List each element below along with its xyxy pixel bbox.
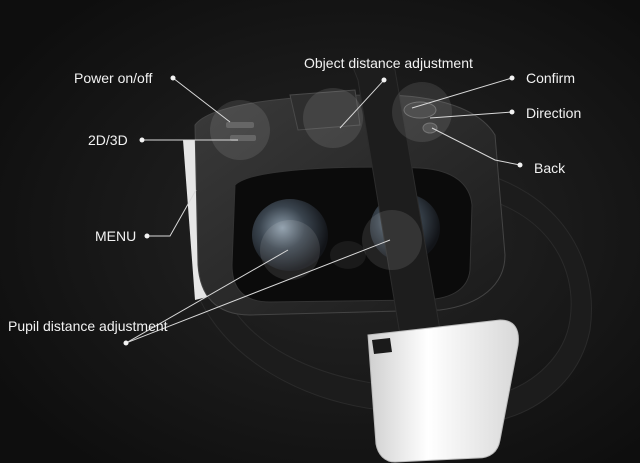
highlight-pupil-right <box>362 210 422 270</box>
callout-dots <box>123 75 523 346</box>
label-power: Power on/off <box>74 70 153 86</box>
nose-bridge <box>330 241 366 269</box>
label-direction: Direction <box>526 105 582 121</box>
label-menu: MENU <box>95 228 137 244</box>
highlight-pupil-left <box>260 220 320 280</box>
dot-back <box>517 162 523 168</box>
callout-object <box>339 79 385 129</box>
dot-confirm <box>509 75 515 81</box>
callout-lines <box>125 77 521 344</box>
label-object: Object distance adjustment <box>304 55 473 71</box>
label-pupil: Pupil distance adjustment <box>8 318 168 334</box>
label-2d3d: 2D/3D <box>88 132 128 148</box>
callout-pupil-right <box>125 239 391 344</box>
dot-object <box>381 77 387 83</box>
callout-power <box>172 77 231 123</box>
back-button <box>422 122 438 134</box>
dot-menu <box>144 233 150 239</box>
label-confirm: Confirm <box>526 70 576 86</box>
callout-menu <box>147 189 197 237</box>
buckle-clip <box>372 338 392 354</box>
direction-pad <box>403 101 437 119</box>
callout-direction <box>429 111 513 119</box>
callout-confirm <box>411 77 513 109</box>
callout-back <box>431 127 521 166</box>
dot-2d3d <box>139 137 145 143</box>
callout-pupil-left <box>125 249 289 344</box>
power-button <box>226 122 254 128</box>
top-ridge <box>289 89 361 131</box>
dot-power <box>170 75 176 81</box>
dot-pupil <box>123 340 129 346</box>
highlight-power <box>210 100 270 160</box>
left-lens <box>252 199 328 271</box>
highlight-object-distance <box>303 88 363 148</box>
highlight-controls <box>392 82 452 142</box>
label-back: Back <box>534 160 566 176</box>
back-pad <box>367 319 519 463</box>
dot-direction <box>509 109 515 115</box>
